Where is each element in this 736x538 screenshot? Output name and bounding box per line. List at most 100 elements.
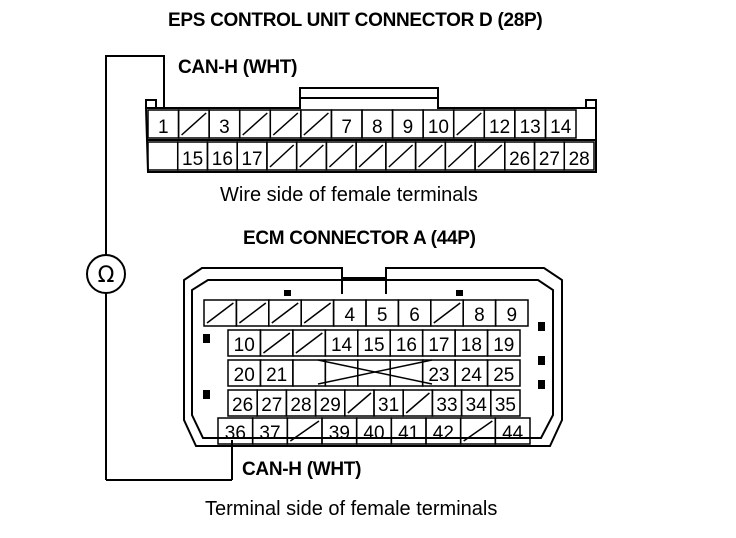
ecm-row3-terminal: 23 xyxy=(421,359,456,387)
ecm-connector-housing xyxy=(183,267,563,447)
eps-row2-empty-cavity xyxy=(414,141,447,171)
ecm-row1-terminal-number: 6 xyxy=(409,305,420,326)
eps-row1-empty-cavity xyxy=(452,109,486,139)
ecm-row2-terminal-number: 10 xyxy=(234,335,255,356)
ecm-row2-terminal: 16 xyxy=(389,329,424,357)
ecm-row3-cavity xyxy=(389,359,424,387)
ecm-row4-terminal: 28 xyxy=(285,389,317,417)
ohm-symbol: Ω xyxy=(98,263,115,288)
ecm-row4-terminal: 29 xyxy=(314,389,346,417)
eps-row1-terminal-number: 9 xyxy=(403,117,414,138)
ecm-row4-terminal-number: 29 xyxy=(320,395,341,416)
ecm-row4-terminal-number: 31 xyxy=(378,395,399,416)
eps-row1-empty-cavity xyxy=(177,109,210,139)
eps-row2-terminal-number: 16 xyxy=(212,149,233,170)
ecm-row2-terminal-number: 15 xyxy=(363,335,384,356)
ecm-row2-terminal: 19 xyxy=(486,329,521,357)
eps-row1-terminal: 7 xyxy=(330,109,363,139)
ecm-row1-empty-cavity xyxy=(268,299,302,327)
eps-row2-terminal-number: 15 xyxy=(182,149,203,170)
ecm-row5-terminal: 40 xyxy=(355,417,393,445)
ecm-row3-terminal: 24 xyxy=(454,359,489,387)
ecm-row4-terminal: 33 xyxy=(431,389,463,417)
ecm-row4-terminal-number: 28 xyxy=(290,395,311,416)
ecm-row1-terminal-number: 4 xyxy=(345,305,356,326)
ecm-row2-terminal-number: 19 xyxy=(493,335,514,356)
eps-row2-terminal: 27 xyxy=(533,141,566,171)
ecm-row2-empty-cavity xyxy=(259,329,294,357)
eps-row2-terminal: 26 xyxy=(504,141,536,171)
ecm-row4-terminal-number: 33 xyxy=(436,395,457,416)
eps-row1-terminal-number: 3 xyxy=(219,117,230,138)
test-lead-wire xyxy=(105,55,165,255)
ecm-row4-empty-cavity xyxy=(402,389,434,417)
ecm-row3-terminal-number: 23 xyxy=(428,365,449,386)
eps-row2-terminal: 28 xyxy=(563,141,595,171)
eps-row2-empty-cavity xyxy=(325,141,357,171)
eps-row1-terminal-number: 8 xyxy=(372,117,383,138)
eps-row1-terminal: 9 xyxy=(391,109,424,139)
eps-row2-terminal-number: 26 xyxy=(509,149,530,170)
eps-row2-terminal-number: 28 xyxy=(569,149,590,170)
ecm-row2-terminal-number: 14 xyxy=(331,335,353,356)
ecm-row4-terminal: 35 xyxy=(490,389,521,417)
ecm-row1-terminal: 6 xyxy=(397,299,432,327)
ecm-row5-terminal: 37 xyxy=(251,417,289,445)
ecm-row2-terminal: 10 xyxy=(227,329,262,357)
ecm-row2-terminal: 18 xyxy=(454,329,489,357)
eps-row1-terminal: 10 xyxy=(422,109,455,139)
ecm-row5-terminal-number: 44 xyxy=(502,423,524,444)
eps-row2-terminal: 17 xyxy=(236,141,268,171)
ecm-row4-terminal: 27 xyxy=(256,389,288,417)
ecm-row1-terminal: 5 xyxy=(365,299,400,327)
eps-row2-terminal-number: 17 xyxy=(241,149,262,170)
ecm-row5-terminal-number: 37 xyxy=(259,423,280,444)
ecm-row2-terminal-number: 17 xyxy=(428,335,449,356)
eps-row2-terminal-number: 27 xyxy=(539,149,560,170)
ecm-row5-terminal: 39 xyxy=(321,417,358,445)
ecm-row4-terminal-number: 27 xyxy=(261,395,282,416)
ohmmeter-icon: Ω xyxy=(86,254,126,294)
ecm-row5-terminal-number: 42 xyxy=(433,423,454,444)
ecm-row3-terminal-number: 21 xyxy=(266,365,287,386)
eps-row2-empty-cavity xyxy=(444,141,476,171)
eps-row1-terminal: 1 xyxy=(147,109,180,139)
ecm-row2-terminal: 17 xyxy=(421,329,456,357)
eps-row1-terminal-number: 12 xyxy=(489,117,510,138)
eps-row1-terminal: 12 xyxy=(483,109,516,139)
eps-row1-terminal: 13 xyxy=(514,109,547,139)
eps-row1-terminal-number: 7 xyxy=(341,117,352,138)
ecm-row5-terminal-number: 36 xyxy=(225,423,246,444)
eps-row1-terminal: 3 xyxy=(208,109,241,139)
ecm-row4-empty-cavity xyxy=(344,389,375,417)
ecm-row4-terminal: 31 xyxy=(373,389,404,417)
ecm-row4-terminal: 26 xyxy=(227,389,258,417)
ecm-row5-terminal-number: 40 xyxy=(363,423,384,444)
ecm-row1-empty-cavity xyxy=(203,299,238,327)
ecm-connector-title: ECM CONNECTOR A (44P) xyxy=(243,228,476,249)
ecm-row1-empty-cavity xyxy=(300,299,335,327)
ecm-row1-terminal-number: 5 xyxy=(377,305,388,326)
ecm-row2-terminal: 14 xyxy=(324,329,359,357)
ecm-row1-terminal: 9 xyxy=(494,299,529,327)
eps-row2-cavity xyxy=(147,141,179,171)
ecm-row4-terminal-number: 34 xyxy=(466,395,488,416)
eps-can-h-wire-label: CAN-H (WHT) xyxy=(178,57,298,78)
eps-row1-terminal-number: 1 xyxy=(158,117,169,138)
eps-view-caption: Wire side of female terminals xyxy=(220,184,478,206)
eps-row2-empty-cavity xyxy=(385,141,417,171)
ecm-row3-terminal-number: 25 xyxy=(493,365,514,386)
eps-row1-terminal-number: 13 xyxy=(520,117,541,138)
eps-row2-empty-cavity xyxy=(266,141,298,171)
ecm-row3-terminal: 20 xyxy=(227,359,262,387)
ecm-row5-terminal: 36 xyxy=(217,417,254,445)
eps-row1-empty-cavity xyxy=(238,109,272,139)
ecm-row3-terminal-number: 24 xyxy=(461,365,483,386)
eps-row2-empty-cavity xyxy=(295,141,328,171)
ecm-row1-terminal-number: 9 xyxy=(507,305,518,326)
ecm-row2-terminal-number: 16 xyxy=(396,335,417,356)
eps-row2-empty-cavity xyxy=(474,141,506,171)
ecm-row1-empty-cavity xyxy=(235,299,270,327)
ecm-row3-cavity xyxy=(357,359,391,387)
